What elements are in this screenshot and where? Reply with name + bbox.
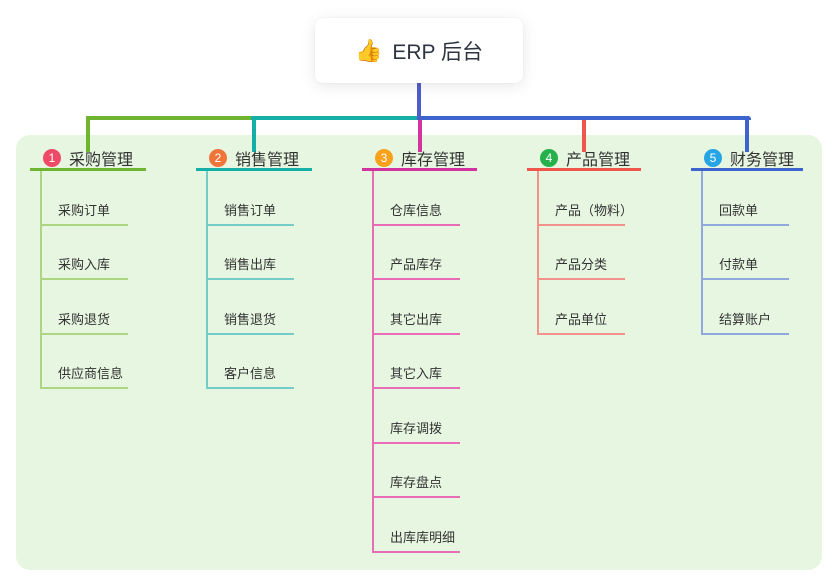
child-node[interactable]: 供应商信息 [42, 335, 128, 389]
branch-column: 3 库存管理 仓库信息产品库存其它出库其它入库库存调拨库存盘点出库库明细 [362, 116, 477, 553]
branch-label: 采购管理 [69, 152, 134, 169]
branch-label: 销售管理 [235, 152, 300, 169]
child-label: 产品库存 [390, 257, 443, 272]
priority-badge: 5 [704, 149, 722, 167]
child-label: 付款单 [719, 257, 759, 272]
branch-column: 1 采购管理 采购订单采购入库采购退货供应商信息 [30, 116, 146, 389]
trunk-segment-right [417, 116, 751, 120]
child-label: 仓库信息 [390, 202, 443, 218]
branch-node[interactable]: 5 财务管理 [691, 149, 803, 171]
branch-node[interactable]: 2 销售管理 [196, 149, 312, 171]
branch-label: 产品管理 [566, 152, 631, 169]
child-label: 产品（物料） [555, 202, 634, 218]
branch-node[interactable]: 1 采购管理 [30, 149, 146, 171]
child-node[interactable]: 产品（物料） [539, 171, 633, 226]
child-label: 采购入库 [58, 257, 111, 272]
branch-children: 产品（物料） 产品分类产品单位 [537, 171, 641, 335]
child-label: 其它出库 [390, 311, 443, 327]
branch-children: 仓库信息产品库存其它出库其它入库库存调拨库存盘点出库库明细 [372, 171, 477, 553]
child-node[interactable]: 销售订单 [208, 171, 294, 226]
child-node[interactable]: 结算账户 [703, 280, 789, 335]
branch-connector [745, 116, 749, 152]
child-label: 销售订单 [224, 202, 277, 218]
child-label: 销售出库 [224, 257, 277, 272]
branch-label: 库存管理 [401, 152, 466, 169]
child-node[interactable]: 付款单 [703, 226, 789, 280]
trunk-segment-left [86, 116, 255, 120]
child-label: 采购订单 [58, 202, 111, 218]
branch-connector [582, 116, 586, 152]
branch-children: 采购订单采购入库采购退货供应商信息 [40, 171, 146, 389]
branch-node[interactable]: 4 产品管理 [527, 149, 641, 171]
child-node[interactable]: 回款单 [703, 171, 789, 226]
priority-badge: 1 [43, 149, 61, 167]
root-connector [417, 83, 421, 120]
child-node[interactable]: 仓库信息 [374, 171, 460, 226]
child-label: 采购退货 [58, 311, 111, 327]
branch-column: 2 销售管理 销售订单销售出库销售退货客户信息 [196, 116, 312, 389]
child-label: 库存盘点 [390, 475, 443, 490]
child-label: 出库库明细 [390, 529, 456, 545]
child-label: 供应商信息 [58, 366, 124, 381]
child-node[interactable]: 其它入库 [374, 335, 460, 389]
branch-column: 4 产品管理 产品（物料） 产品分类产品单位 [527, 116, 641, 335]
child-label: 产品分类 [555, 257, 608, 272]
child-label: 其它入库 [390, 366, 443, 381]
branch-connector [86, 116, 90, 152]
child-node[interactable]: 库存盘点 [374, 444, 460, 498]
priority-badge: 3 [375, 149, 393, 167]
child-node[interactable]: 产品库存 [374, 226, 460, 280]
branch-connector [417, 116, 422, 152]
branch-node[interactable]: 3 库存管理 [362, 149, 477, 171]
root-node[interactable]: 👍 ERP 后台 [315, 18, 523, 83]
child-node[interactable]: 产品单位 [539, 280, 625, 335]
branch-column: 5 财务管理 回款单付款单结算账户 [691, 116, 803, 335]
child-label: 销售退货 [224, 311, 277, 327]
priority-badge: 4 [540, 149, 558, 167]
child-label: 产品单位 [555, 311, 608, 327]
priority-badge: 2 [209, 149, 227, 167]
child-node[interactable]: 采购退货 [42, 280, 128, 335]
child-label: 客户信息 [224, 366, 277, 381]
child-node[interactable]: 其它出库 [374, 280, 460, 335]
thumbs-up-icon: 👍 [354, 37, 383, 63]
branch-children: 销售订单销售出库销售退货客户信息 [206, 171, 312, 389]
branch-children: 回款单付款单结算账户 [701, 171, 803, 335]
child-node[interactable]: 采购订单 [42, 171, 128, 226]
child-label: 结算账户 [719, 311, 772, 327]
child-node[interactable]: 产品分类 [539, 226, 625, 280]
child-node[interactable]: 库存调拨 [374, 389, 460, 444]
root-label: ERP 后台 [392, 40, 484, 64]
branch-connector [252, 116, 256, 152]
child-node[interactable]: 销售出库 [208, 226, 294, 280]
child-node[interactable]: 采购入库 [42, 226, 128, 280]
trunk-segment-mid [251, 116, 421, 120]
child-node[interactable]: 销售退货 [208, 280, 294, 335]
child-label: 回款单 [719, 202, 759, 218]
child-node[interactable]: 出库库明细 [374, 498, 460, 553]
child-node[interactable]: 客户信息 [208, 335, 294, 389]
child-label: 库存调拨 [390, 420, 443, 436]
branch-label: 财务管理 [730, 152, 795, 169]
